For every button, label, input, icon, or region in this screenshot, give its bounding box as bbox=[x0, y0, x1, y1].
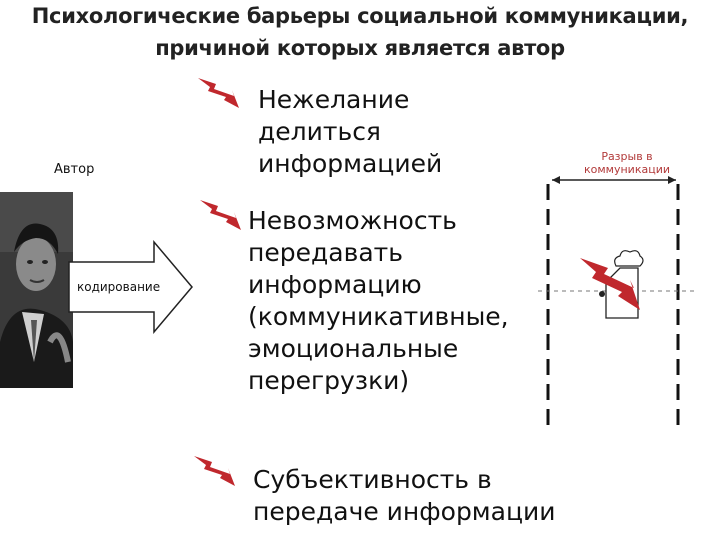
barrier-subjectivity: Субъективность в передаче информации bbox=[253, 465, 556, 526]
page-title: Психологические барьеры социальной комму… bbox=[0, 0, 720, 64]
lightning-icon bbox=[580, 258, 640, 310]
title-line-2: причиной которых является автор bbox=[155, 36, 565, 60]
encoding-label: кодирование bbox=[77, 280, 161, 294]
barrier-unwillingness: Нежелание делиться информацией bbox=[258, 85, 443, 178]
author-photo bbox=[0, 192, 73, 388]
title-line-1: Психологические барьеры социальной комму… bbox=[31, 4, 689, 28]
gap-width-arrow bbox=[552, 176, 676, 184]
barrier-inability: Невозможность передавать информацию (ком… bbox=[248, 206, 509, 395]
author-label: Автор bbox=[54, 162, 95, 177]
lightning-icon bbox=[194, 456, 235, 486]
encoding-arrow-icon bbox=[68, 240, 193, 334]
person-photo-icon bbox=[0, 192, 73, 388]
lightning-icon bbox=[198, 78, 239, 108]
communication-gap-label: Разрыв в коммуникации bbox=[584, 150, 670, 176]
communication-gap-diagram bbox=[538, 176, 698, 428]
lightning-icon bbox=[200, 200, 241, 230]
